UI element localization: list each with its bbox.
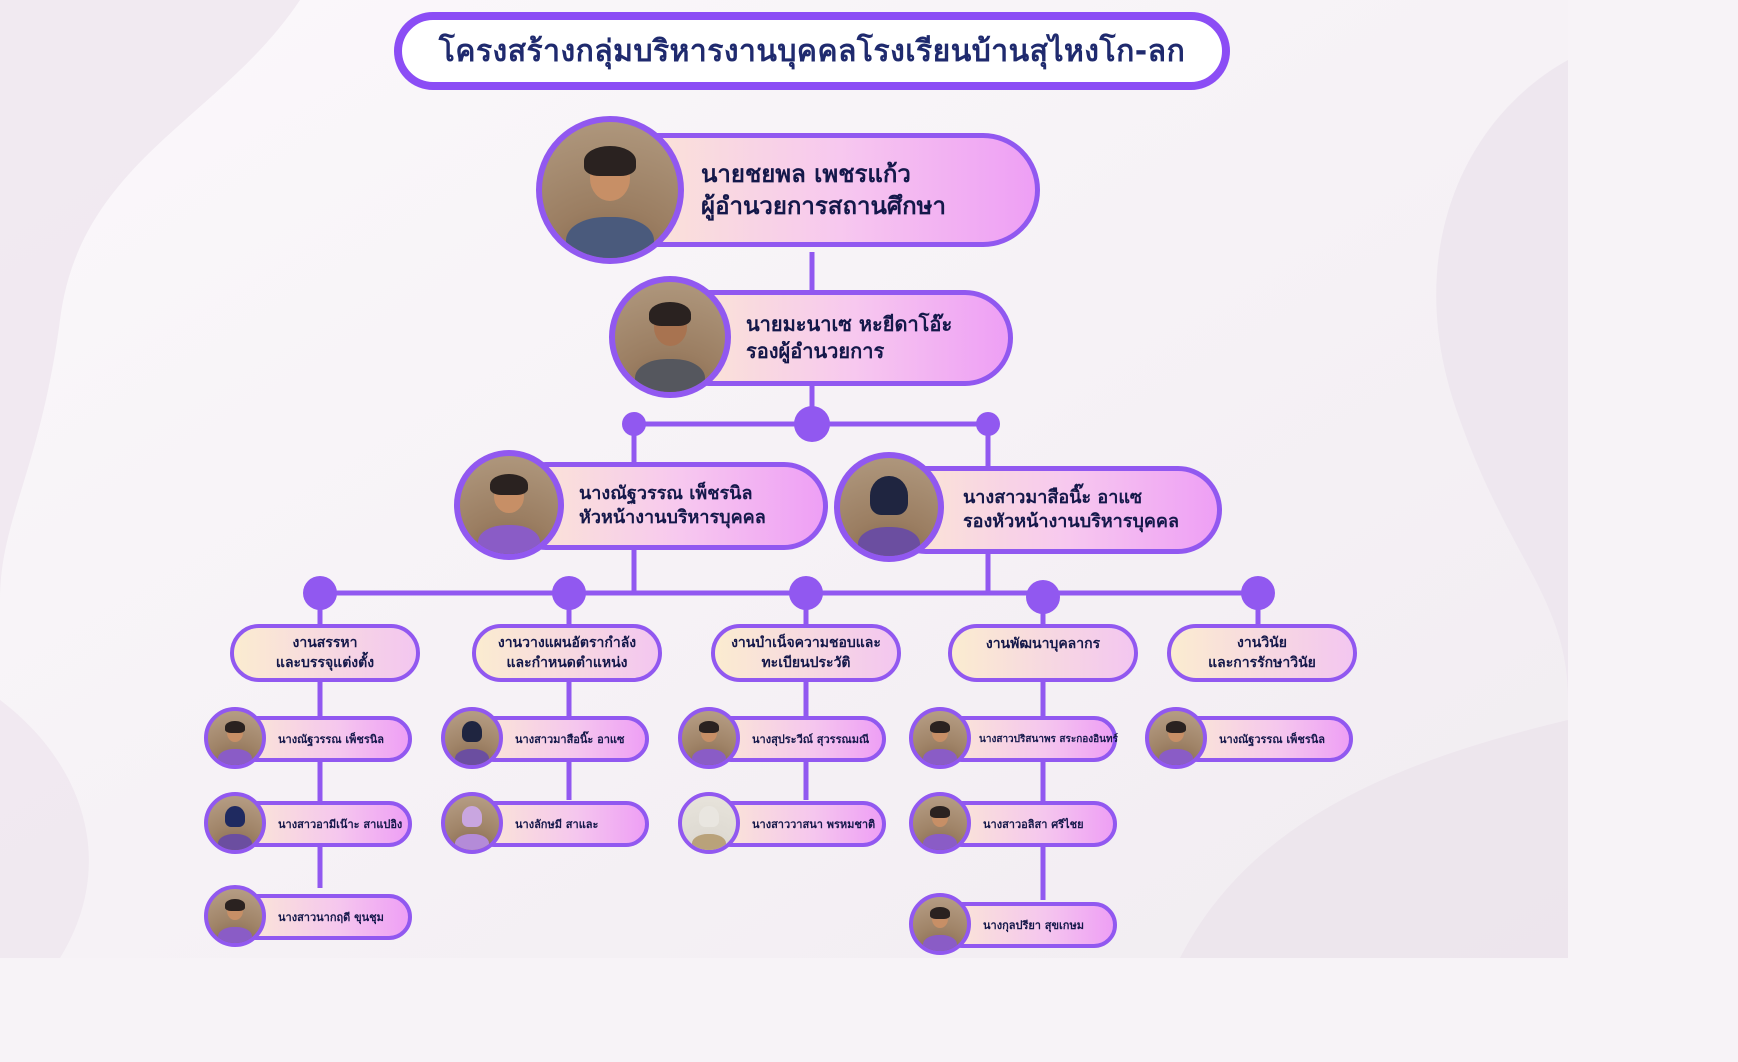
staff-card: นางกุลปรียา สุขเกษม <box>909 892 1121 956</box>
dept-node-2 <box>552 576 586 610</box>
staff-bar: นางสาวอามีเน๊าะ สาแปอิง <box>234 801 412 847</box>
dept-box-recruitment: งานสรรหา และบรรจุแต่งตั้ง <box>230 624 420 682</box>
staff-card: นางลักษมี สาและ <box>441 791 653 855</box>
staff-card: นางสาวอามีเน๊าะ สาแปอิง <box>204 791 416 855</box>
staff-name: นางณัฐวรรณ เพ็ชรนิล <box>278 733 385 746</box>
junction-node-main <box>794 406 830 442</box>
head-card: นางณัฐวรรณ เพ็ชรนิล หัวหน้างานบริหารบุคค… <box>454 450 830 560</box>
director-card: นายชยพล เพชรแก้ว ผู้อำนวยการสถานศึกษา <box>536 116 1042 264</box>
dept-node-4 <box>1026 580 1060 614</box>
dept-node-5 <box>1241 576 1275 610</box>
staff-name: นางสาววาสนา พรหมชาติ <box>752 818 876 831</box>
dept-box-workforce-planning: งานวางแผนอัตรากำลัง และกำหนดตำแหน่ง <box>472 624 662 682</box>
staff-photo <box>909 893 971 955</box>
junction-node-left <box>622 412 646 436</box>
staff-photo <box>441 707 503 769</box>
staff-name: นางกุลปรียา สุขเกษม <box>983 919 1084 932</box>
staff-name: นางสุประวีณ์ สุวรรณมณี <box>752 733 870 746</box>
dept-line1: งานวินัย <box>1237 634 1287 651</box>
staff-name: นางณัฐวรรณ เพ็ชรนิล <box>1219 733 1326 746</box>
dept-box-discipline: งานวินัย และการรักษาวินัย <box>1167 624 1357 682</box>
dept-node-1 <box>303 576 337 610</box>
staff-name: นางสาวนากฤดี ขุนชุม <box>278 911 384 924</box>
staff-photo <box>204 792 266 854</box>
staff-card: นางสาวอลิสา ศรีไชย <box>909 791 1121 855</box>
dept-line2: และกำหนดตำแหน่ง <box>506 655 628 671</box>
staff-card: นางสาววาสนา พรหมชาติ <box>678 791 890 855</box>
deputy-head-position: รองหัวหน้างานบริหารบุคคล <box>963 511 1179 532</box>
deputy-head-card: นางสาวมาสือนิ๊ะ อาแซ รองหัวหน้างานบริหาร… <box>834 452 1224 562</box>
dept-box-merit-records: งานบำเน็จความชอบและ ทะเบียนประวัติ <box>711 624 901 682</box>
staff-name: นางสาวอลิสา ศรีไชย <box>983 818 1084 831</box>
staff-name: นางสาวอามีเน๊าะ สาแปอิง <box>278 818 403 831</box>
director-name: นายชยพล เพชรแก้ว <box>701 159 911 188</box>
deputy-card: นายมะนาเซ หะยีดาโอ๊ะ รองผู้อำนวยการ <box>609 276 1015 398</box>
staff-card: นางณัฐวรรณ เพ็ชรนิล <box>1145 706 1357 770</box>
dept-line2: และการรักษาวินัย <box>1208 655 1316 671</box>
staff-photo <box>204 707 266 769</box>
dept-line2: ทะเบียนประวัติ <box>761 655 851 671</box>
staff-name: นางสาวปริสนาพร สระกองอินทร์ <box>979 733 1118 745</box>
director-photo <box>536 116 684 264</box>
staff-bar: นางสาวอลิสา ศรีไชย <box>939 801 1117 847</box>
staff-photo <box>678 792 740 854</box>
staff-photo <box>909 792 971 854</box>
staff-name: นางลักษมี สาและ <box>515 818 599 831</box>
staff-photo <box>1145 707 1207 769</box>
junction-node-right <box>976 412 1000 436</box>
head-name: นางณัฐวรรณ เพ็ชรนิล <box>579 482 753 504</box>
dept-line1: งานวางแผนอัตรากำลัง <box>497 634 637 651</box>
dept-node-3 <box>789 576 823 610</box>
director-position: ผู้อำนวยการสถานศึกษา <box>701 192 946 220</box>
staff-card: นางสาวปริสนาพร สระกองอินทร์ <box>909 706 1121 770</box>
staff-card: นางสาวนากฤดี ขุนชุม <box>204 884 416 948</box>
page-title: โครงสร้างกลุ่มบริหารงานบุคคลโรงเรียนบ้าน… <box>394 12 1230 90</box>
dept-box-personnel-development: งานพัฒนาบุคลากร <box>948 624 1138 682</box>
deputy-position: รองผู้อำนวยการ <box>746 339 885 363</box>
dept-line1: งานพัฒนาบุคลากร <box>985 636 1101 652</box>
dept-line1: งานสรรหา <box>292 634 358 651</box>
deputy-name: นายมะนาเซ หะยีดาโอ๊ะ <box>746 312 953 336</box>
deputy-photo <box>609 276 731 398</box>
head-position: หัวหน้างานบริหารบุคคล <box>579 507 766 528</box>
dept-line1: งานบำเน็จความชอบและ <box>731 634 881 651</box>
staff-photo <box>441 792 503 854</box>
staff-photo <box>909 707 971 769</box>
deputy-head-name: นางสาวมาสือนิ๊ะ อาแซ <box>963 486 1143 508</box>
staff-photo <box>204 885 266 947</box>
head-photo <box>454 450 564 560</box>
staff-card: นางสุประวีณ์ สุวรรณมณี <box>678 706 890 770</box>
staff-photo <box>678 707 740 769</box>
staff-card: นางณัฐวรรณ เพ็ชรนิล <box>204 706 416 770</box>
page-title-text: โครงสร้างกลุ่มบริหารงานบุคคลโรงเรียนบ้าน… <box>438 33 1186 69</box>
dept-line2: และบรรจุแต่งตั้ง <box>275 655 375 671</box>
staff-name: นางสาวมาสือนิ๊ะ อาแซ <box>515 733 625 746</box>
staff-card: นางสาวมาสือนิ๊ะ อาแซ <box>441 706 653 770</box>
deputy-head-photo <box>834 452 944 562</box>
